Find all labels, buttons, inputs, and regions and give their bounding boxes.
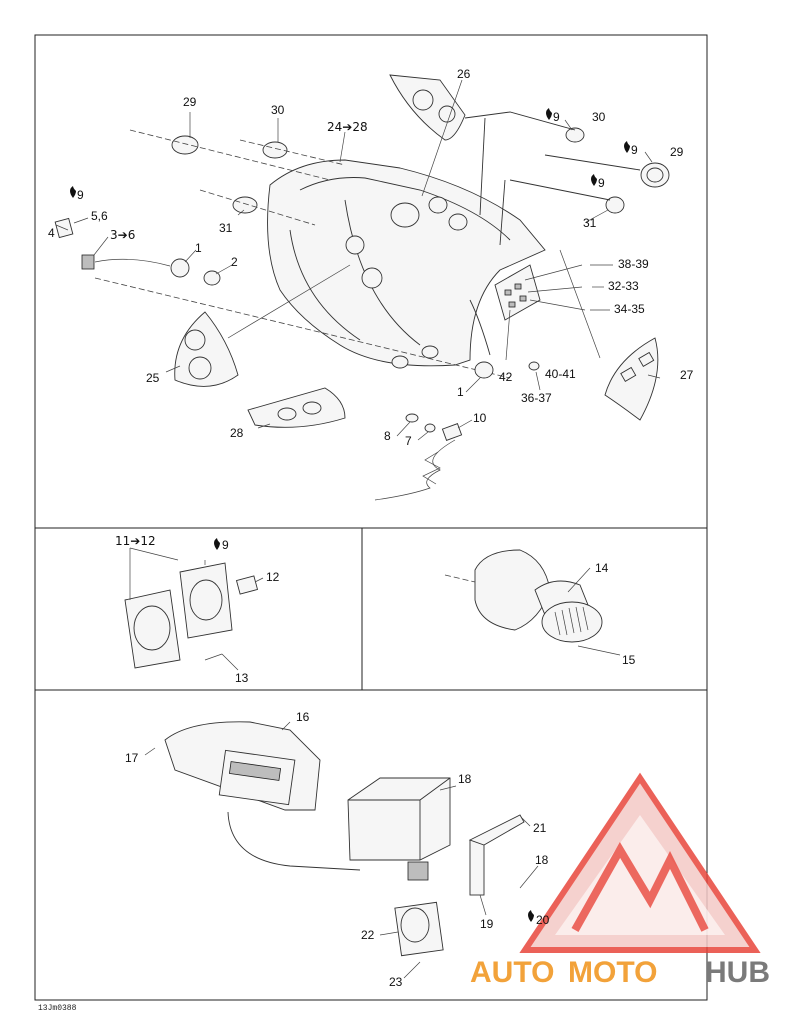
main-callouts: 29 30 24➔28 26 9 30 9 29 9 31 31 9 5,6 3…	[48, 67, 694, 448]
callout-19: 19	[480, 917, 494, 931]
callout-30: 30	[271, 103, 285, 117]
callout-7: 7	[405, 434, 412, 448]
callout-14: 14	[595, 561, 609, 575]
callout-3-6: 3➔6	[110, 228, 135, 242]
callout-22: 22	[361, 928, 375, 942]
callout-23: 23	[389, 975, 403, 989]
oil-drop-icon	[591, 174, 597, 186]
dashboard-assembly-drawing	[54, 74, 670, 501]
callout-17: 17	[125, 751, 139, 765]
callout-1: 1	[195, 241, 202, 255]
callout-10: 10	[473, 411, 487, 425]
watermark-text-auto: AUTO	[470, 956, 554, 989]
callout-27: 27	[680, 368, 694, 382]
callout-12: 12	[266, 570, 280, 584]
callout-9-c: 9	[598, 176, 605, 190]
callout-1-b: 1	[457, 385, 464, 399]
callout-9-gauge: 9	[222, 538, 229, 552]
callout-20: 20	[536, 913, 550, 927]
oil-drop-icon	[528, 910, 534, 922]
callout-9-d: 9	[77, 188, 84, 202]
callout-29: 29	[183, 95, 197, 109]
callout-36-37: 36-37	[521, 391, 552, 405]
callout-30-right: 30	[592, 110, 606, 124]
gauge-panel-drawing: 11➔12 9 12 13	[115, 534, 280, 685]
watermark-logo: AUTO MOTO HUB	[470, 772, 770, 989]
callout-28: 28	[230, 426, 244, 440]
callout-18-b: 18	[535, 853, 549, 867]
callout-21: 21	[533, 821, 547, 835]
callout-4: 4	[48, 226, 55, 240]
callout-13: 13	[235, 671, 249, 685]
callout-26: 26	[457, 67, 471, 81]
callout-32-33: 32-33	[608, 279, 639, 293]
callout-42: 42	[499, 370, 513, 384]
callout-11-12: 11➔12	[115, 534, 156, 548]
callout-16: 16	[296, 710, 310, 724]
panel-frames	[34, 34, 708, 1001]
callout-25: 25	[146, 371, 160, 385]
callout-8: 8	[384, 429, 391, 443]
callout-2: 2	[231, 255, 238, 269]
oil-drop-icon	[70, 186, 76, 198]
callout-38-39: 38-39	[618, 257, 649, 271]
callout-40-41: 40-41	[545, 367, 576, 381]
callout-18: 18	[458, 772, 472, 786]
radio-panel-drawing: 16 17 18 21 18 19 20 22 23	[125, 710, 550, 989]
callout-9-a: 9	[553, 110, 560, 124]
callout-15: 15	[622, 653, 636, 667]
watermark-text-moto: MOTO	[568, 956, 657, 989]
callout-34-35: 34-35	[614, 302, 645, 316]
callout-31-right: 31	[583, 216, 597, 230]
watermark-text-hub: HUB	[705, 956, 770, 989]
callout-24-28: 24➔28	[327, 120, 368, 134]
oil-drop-icon	[546, 108, 552, 120]
horn-panel-drawing: 14 15	[444, 549, 636, 667]
callout-9-b: 9	[631, 143, 638, 157]
oil-drop-icon	[214, 538, 220, 550]
callout-5-6: 5,6	[91, 209, 108, 223]
drawing-code: 13Jm0388	[38, 1004, 77, 1013]
callout-29-right: 29	[670, 145, 684, 159]
oil-drop-icon	[624, 141, 630, 153]
callout-31: 31	[219, 221, 233, 235]
